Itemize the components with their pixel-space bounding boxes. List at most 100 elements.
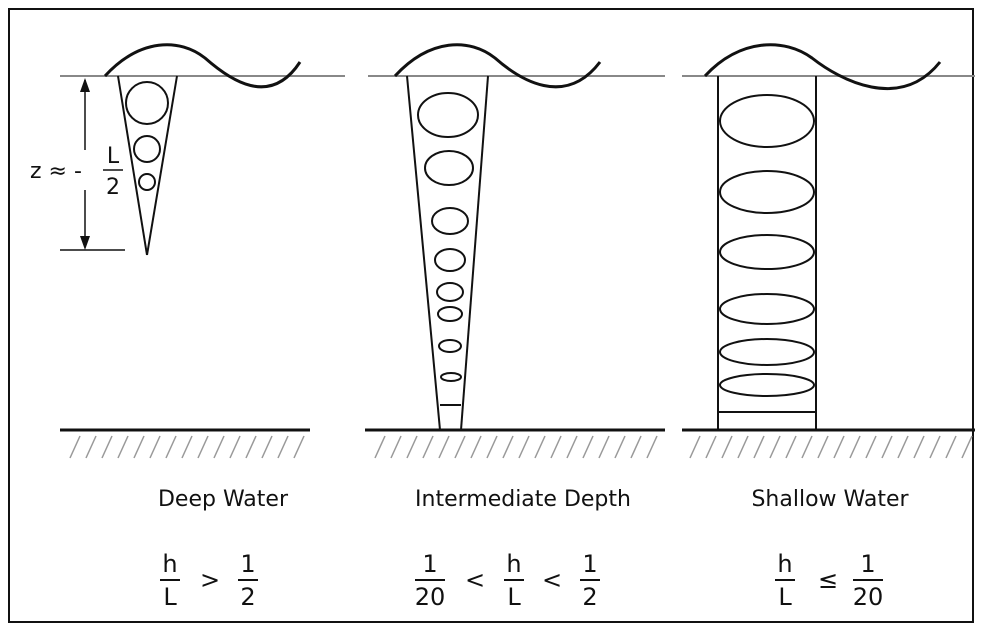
orbit-ellipse: [437, 306, 463, 322]
seabed-hatching: [374, 435, 658, 459]
panel-intermediate-depth: Intermediate Depth 1 20 < h L < 1 2: [365, 43, 665, 611]
orbit-ellipse: [719, 94, 815, 148]
cond-left-num: h: [777, 550, 792, 578]
orbit-ellipse: [438, 339, 462, 353]
depth-condition: 1 20 < h L < 1 2: [415, 550, 600, 611]
hatch-mark: [117, 435, 129, 459]
cond-mid-num: h: [506, 550, 521, 578]
depth-symbol: z ≈ -: [30, 159, 82, 184]
orbit-ellipse: [436, 282, 464, 302]
hatch-mark: [689, 435, 701, 459]
hatch-mark: [181, 435, 193, 459]
hatch-mark: [550, 435, 562, 459]
hatch-mark: [213, 435, 225, 459]
hatch-mark: [705, 435, 717, 459]
cond-right-den: 20: [853, 583, 884, 611]
hatch-mark: [149, 435, 161, 459]
orbit-ellipse: [434, 248, 466, 272]
hatch-mark: [913, 435, 925, 459]
wave-profile: [103, 43, 302, 89]
panel-title: Shallow Water: [751, 487, 909, 512]
cond-mid-den: L: [507, 583, 521, 611]
hatch-mark: [454, 435, 466, 459]
hatch-mark: [293, 435, 305, 459]
hatch-mark: [961, 435, 973, 459]
hatch-mark: [881, 435, 893, 459]
hatch-mark: [422, 435, 434, 459]
depth-fraction-den: 2: [106, 175, 120, 200]
cond-left-den: L: [163, 583, 177, 611]
hatch-mark: [261, 435, 273, 459]
orbit-circle: [138, 173, 156, 191]
orbit-ellipse: [440, 372, 462, 382]
wave-profile: [703, 43, 942, 91]
hatch-mark: [133, 435, 145, 459]
arrow-down-icon: [80, 236, 90, 250]
orbit-envelope-left: [117, 75, 148, 256]
hatch-mark: [721, 435, 733, 459]
orbit-ellipse: [719, 373, 815, 397]
hatch-mark: [929, 435, 941, 459]
hatch-mark: [470, 435, 482, 459]
hatch-mark: [630, 435, 642, 459]
orbit-ellipse: [719, 170, 815, 214]
hatch-mark: [614, 435, 626, 459]
hatch-mark: [833, 435, 845, 459]
orbit-ellipse: [431, 207, 469, 235]
depth-condition: h L > 1 2: [160, 550, 258, 611]
cond-right-num: 1: [860, 550, 875, 578]
hatch-mark: [406, 435, 418, 459]
orbit-ellipse: [424, 150, 474, 186]
hatch-mark: [534, 435, 546, 459]
hatch-mark: [945, 435, 957, 459]
cond-operator: >: [200, 566, 220, 594]
hatch-mark: [646, 435, 658, 459]
seabed-hatching: [69, 435, 305, 459]
hatch-mark: [69, 435, 81, 459]
panel-shallow-water: Shallow Water h L ≤ 1 20: [682, 43, 975, 611]
orbit-ellipse: [719, 293, 815, 325]
seabed-hatching: [689, 435, 973, 459]
cond-pre-num: 1: [422, 550, 437, 578]
hatch-mark: [197, 435, 209, 459]
cond-pre-den: 20: [415, 583, 446, 611]
cond-operator-1: <: [465, 566, 485, 594]
hatch-mark: [486, 435, 498, 459]
hatch-mark: [817, 435, 829, 459]
hatch-mark: [518, 435, 530, 459]
depth-fraction-num: L: [107, 144, 120, 169]
orbit-ellipse: [417, 92, 479, 138]
panel-deep-water: z ≈ - L 2 Deep Water h L > 1 2: [30, 43, 345, 611]
hatch-mark: [390, 435, 402, 459]
orbit-envelope-right: [146, 75, 178, 256]
hatch-mark: [785, 435, 797, 459]
orbit-envelope-left: [406, 75, 441, 431]
hatch-mark: [737, 435, 749, 459]
diagram-border: [8, 8, 974, 623]
cond-right-num: 1: [582, 550, 597, 578]
hatch-mark: [245, 435, 257, 459]
depth-condition: h L ≤ 1 20: [775, 550, 883, 611]
hatch-mark: [277, 435, 289, 459]
orbit-envelope-right: [460, 75, 489, 431]
cond-operator: ≤: [818, 566, 838, 594]
hatch-mark: [165, 435, 177, 459]
hatch-mark: [769, 435, 781, 459]
hatch-mark: [438, 435, 450, 459]
hatch-mark: [582, 435, 594, 459]
arrow-up-icon: [80, 78, 90, 92]
panel-title: Intermediate Depth: [415, 487, 631, 512]
cond-operator-2: <: [542, 566, 562, 594]
hatch-mark: [849, 435, 861, 459]
hatch-mark: [502, 435, 514, 459]
cond-left-den: L: [778, 583, 792, 611]
cond-right-den: 2: [582, 583, 597, 611]
hatch-mark: [897, 435, 909, 459]
panel-title: Deep Water: [158, 487, 289, 512]
hatch-mark: [598, 435, 610, 459]
cond-right-den: 2: [240, 583, 255, 611]
hatch-mark: [865, 435, 877, 459]
cond-right-num: 1: [240, 550, 255, 578]
cond-left-num: h: [162, 550, 177, 578]
